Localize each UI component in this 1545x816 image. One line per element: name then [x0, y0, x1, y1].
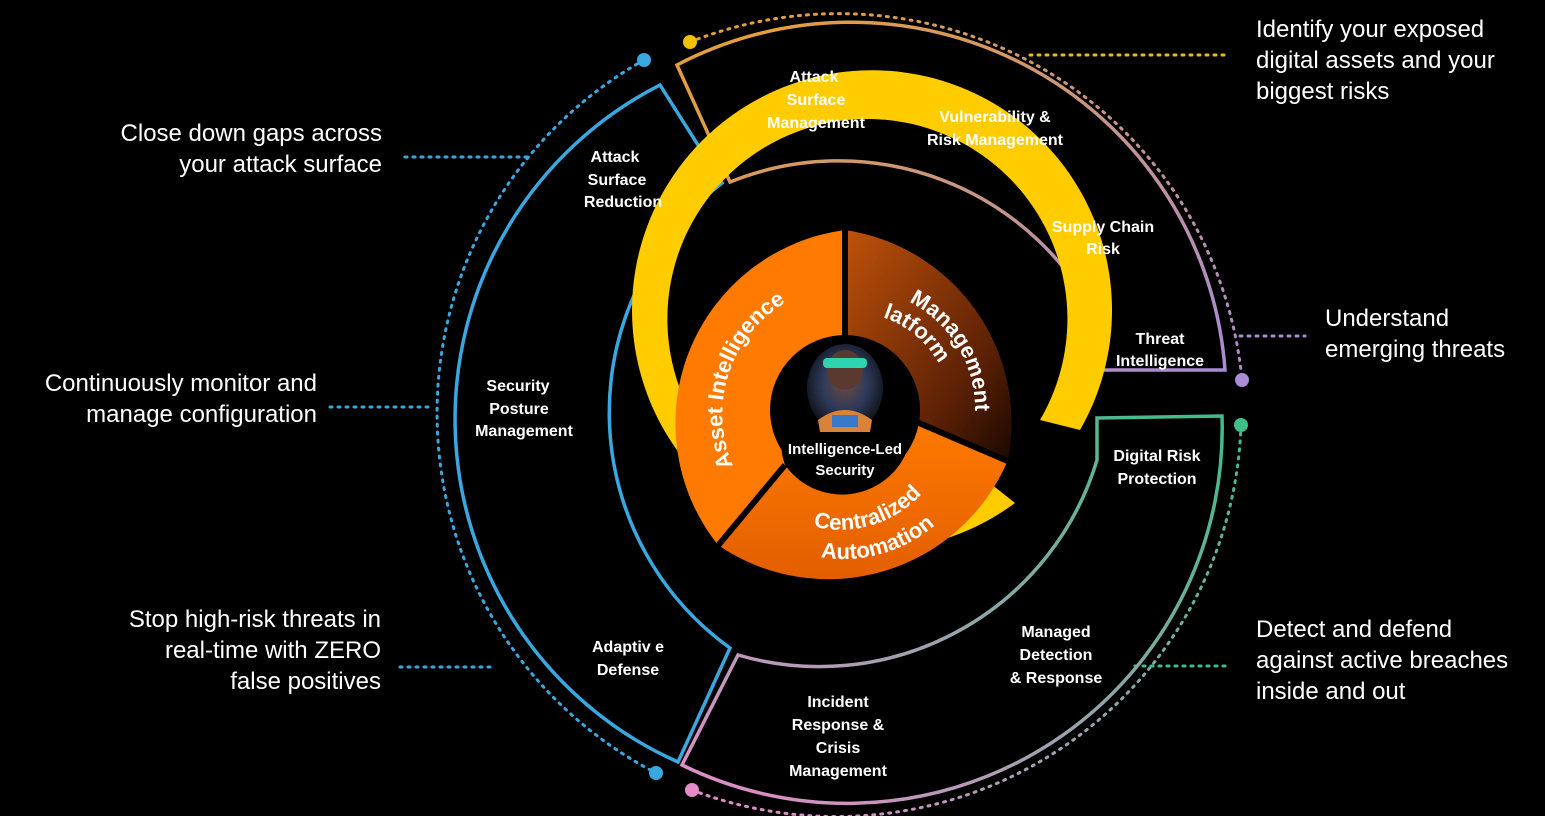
- label-posture-2: Posture: [489, 401, 549, 418]
- center-hub: Intelligence-Led Security: [770, 335, 920, 485]
- label-attack-surface-management-2: Surface: [787, 92, 846, 109]
- callout-line: real-time with ZERO: [164, 637, 381, 664]
- leader-lines: [328, 53, 1307, 669]
- callout-line: digital assets and your: [1256, 47, 1495, 74]
- label-supply-chain-1: Supply Chain: [1052, 219, 1154, 236]
- grc-ring-label: GRC and Assessments: [751, 169, 931, 211]
- label-reduction-2: Surface: [588, 172, 647, 189]
- callout-detect-defend: Detect and defend against active breache…: [1256, 614, 1508, 707]
- label-mdr-2: Detection: [1020, 647, 1093, 664]
- callout-line: Detect and defend: [1256, 616, 1453, 643]
- callout-line: emerging threats: [1325, 336, 1506, 363]
- callout-line: Understand: [1325, 305, 1450, 332]
- callout-emerging-threats: Understand emerging threats: [1325, 303, 1505, 365]
- endpoint-dots: [637, 35, 1249, 797]
- callout-line: manage configuration: [86, 401, 317, 428]
- callout-line: inside and out: [1256, 678, 1406, 705]
- avatar-image: [807, 344, 883, 432]
- callout-identify-assets: Identify your exposed digital assets and…: [1256, 14, 1495, 107]
- label-posture-3: Management: [475, 423, 573, 440]
- label-incident-4: Management: [789, 763, 887, 780]
- label-incident-3: Crisis: [816, 740, 861, 757]
- outer-segment-labels: Attack Surface Management Vulnerability …: [475, 69, 1204, 780]
- callout-line: Close down gaps across: [120, 120, 382, 147]
- center-label-line2: Security: [815, 462, 875, 479]
- dotted-outer-arcs: [435, 12, 1244, 816]
- callout-line: biggest risks: [1256, 78, 1390, 105]
- label-adaptive-2: Defense: [597, 662, 659, 679]
- callout-line: against active breaches: [1256, 647, 1509, 674]
- callout-close-gaps: Close down gaps across your attack surfa…: [121, 118, 382, 180]
- label-supply-chain-2: Risk: [1086, 241, 1120, 258]
- label-incident-2: Response &: [792, 717, 885, 734]
- label-threat-intel-1: Threat: [1136, 331, 1186, 348]
- label-vulnerability-1: Vulnerability &: [939, 109, 1051, 126]
- label-attack-surface-management-3: Management: [767, 115, 865, 132]
- label-vulnerability-2: Risk Management: [927, 132, 1064, 149]
- label-posture-1: Security: [486, 378, 549, 395]
- label-reduction-1: Attack: [591, 149, 640, 166]
- callout-line: false positives: [230, 668, 381, 695]
- label-mdr-3: & Response: [1010, 670, 1103, 687]
- label-incident-1: Incident: [807, 694, 869, 711]
- label-attack-surface-management-1: Attack: [790, 69, 839, 86]
- segment-borders: [453, 20, 1227, 806]
- label-mdr-1: Managed: [1021, 624, 1090, 641]
- callout-monitor-configuration: Continuously monitor and manage configur…: [45, 368, 317, 430]
- label-adaptive-1: Adaptiv e: [592, 639, 664, 656]
- callout-line: your attack surface: [179, 151, 382, 178]
- center-label-line1: Intelligence-Led: [788, 441, 902, 458]
- callout-line: Continuously monitor and: [44, 370, 317, 397]
- label-reduction-3: Reduction: [584, 194, 662, 211]
- callout-line: Stop high-risk threats in: [128, 606, 381, 633]
- label-threat-intel-2: Intelligence: [1116, 353, 1204, 370]
- callout-stop-threats: Stop high-risk threats in real-time with…: [129, 604, 381, 697]
- label-digital-risk-2: Protection: [1117, 471, 1196, 488]
- callout-line: Identify your exposed: [1256, 16, 1485, 43]
- label-digital-risk-1: Digital Risk: [1113, 448, 1200, 465]
